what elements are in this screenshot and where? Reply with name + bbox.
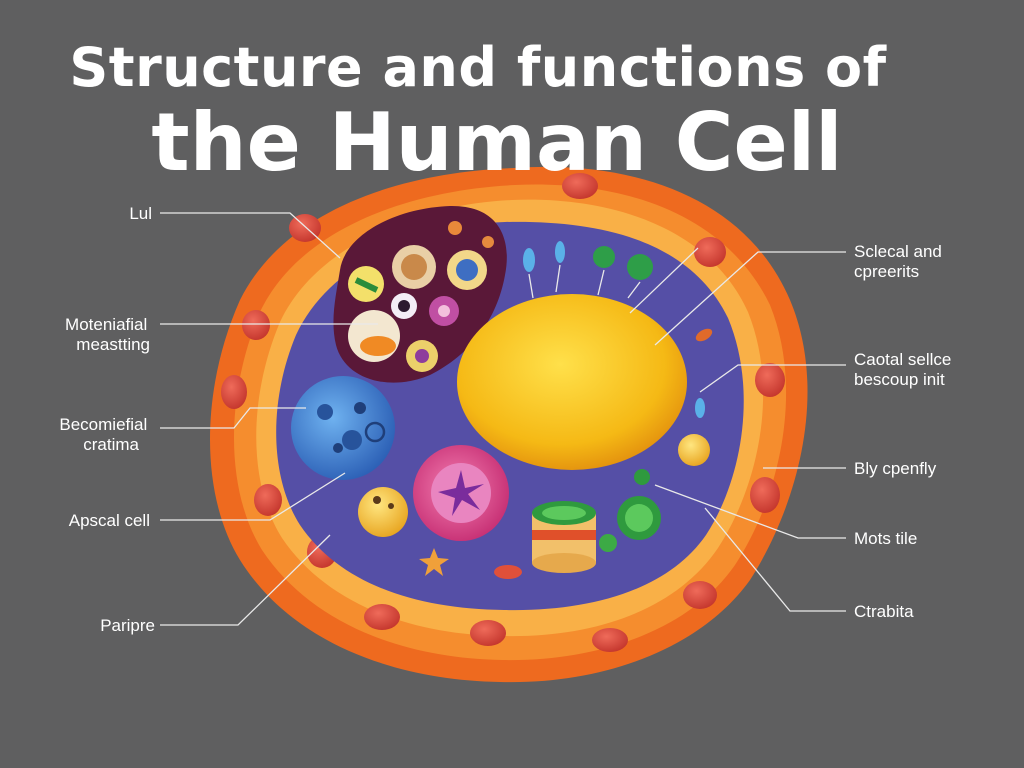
leader-lines <box>160 212 846 626</box>
leader-apscal <box>160 472 346 521</box>
right-labels: Sclecal and cpreerits Caotal sellce besc… <box>854 242 956 621</box>
label-sclecal: Sclecal and cpreerits <box>854 242 947 281</box>
leader-mots <box>654 484 846 539</box>
dark-vacuole <box>333 205 507 383</box>
nucleus <box>457 294 687 470</box>
title-line-2: the Human Cell <box>151 96 842 189</box>
label-bly: Bly cpenfly <box>854 459 937 478</box>
green-cylinder-organelle <box>532 501 596 573</box>
blue-organelle <box>291 376 395 480</box>
label-becomiefial: Becomiefial cratima <box>59 415 152 454</box>
leader-blue-rod-1 <box>528 273 534 299</box>
leader-sclecal-2 <box>629 247 699 314</box>
leader-blue-rod-2 <box>555 264 561 293</box>
leader-green-dot-2 <box>627 281 641 299</box>
label-paripre: Paripre <box>100 616 155 635</box>
leader-sclecal-1 <box>654 251 846 346</box>
leader-paripre <box>160 534 331 626</box>
title-line-1: Structure and functions of <box>69 36 886 99</box>
label-lul: Lul <box>129 204 152 223</box>
label-moteniafial: Moteniafial meastting <box>65 315 152 354</box>
label-mots: Mots tile <box>854 529 917 548</box>
leader-caotal <box>699 364 846 393</box>
leader-green-dot-1 <box>597 269 605 296</box>
membrane-granules <box>221 173 785 652</box>
label-ctrabita: Ctrabita <box>854 602 914 621</box>
pink-organelle <box>413 445 509 541</box>
label-apscal: Apscal cell <box>69 511 150 530</box>
label-caotal: Caotal sellce bescoup init <box>854 350 956 389</box>
leader-ctrabita <box>704 507 846 612</box>
small-organelles <box>358 241 713 579</box>
left-labels: Lul Moteniafial meastting Becomiefial cr… <box>59 204 155 635</box>
leader-becomiefial <box>160 407 306 429</box>
leader-lul <box>160 212 341 259</box>
